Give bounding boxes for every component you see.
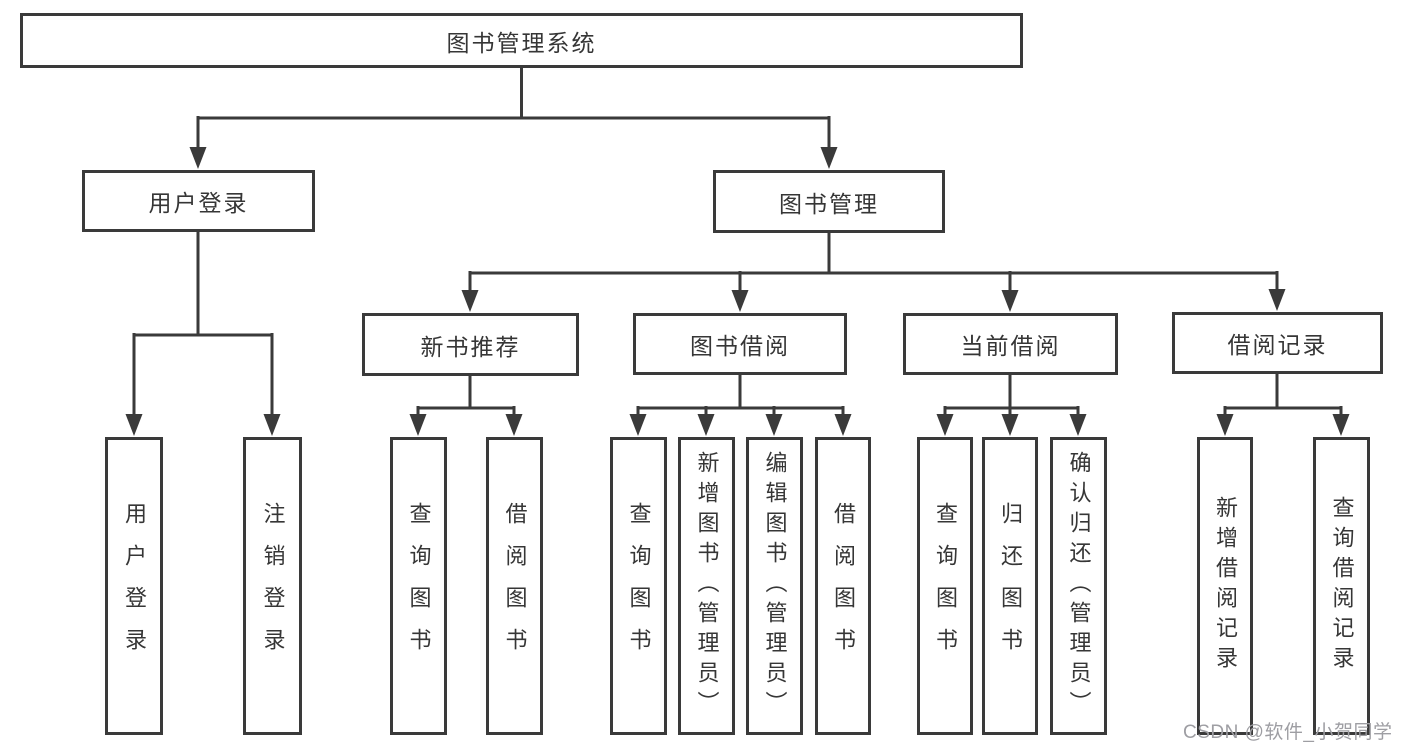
node-new-book-recommendation: 新书推荐 bbox=[362, 313, 579, 376]
node-label: 用户登录 bbox=[148, 190, 249, 216]
node-label: 图书管理 bbox=[779, 190, 879, 217]
node-book-borrowing: 图书借阅 bbox=[633, 313, 847, 375]
node-borrowing-records: 借阅记录 bbox=[1172, 312, 1383, 374]
leaf-query-books-borrowing: 查询图书 bbox=[610, 437, 667, 735]
leaf-add-borrow-record: 新增借阅记录 bbox=[1197, 437, 1253, 735]
node-user-login: 用户登录 bbox=[82, 170, 315, 232]
leaf-edit-books-admin: 编辑图书（管理员） bbox=[746, 437, 803, 735]
node-label: 查询借阅记录 bbox=[1329, 496, 1355, 676]
node-label: 查询图书 bbox=[626, 502, 652, 670]
leaf-borrow-books-borrowing: 借阅图书 bbox=[815, 437, 871, 735]
node-label: 图书借阅 bbox=[690, 333, 790, 359]
node-label: 当前借阅 bbox=[960, 333, 1061, 359]
node-label: 借阅图书 bbox=[502, 502, 528, 670]
node-label: 借阅图书 bbox=[831, 502, 856, 670]
node-book-management: 图书管理 bbox=[713, 170, 945, 233]
node-label: 新书推荐 bbox=[420, 333, 521, 360]
leaf-user-login: 用户登录 bbox=[105, 437, 163, 735]
leaf-borrow-books-new-book: 借阅图书 bbox=[486, 437, 543, 735]
node-label: 借阅记录 bbox=[1227, 332, 1328, 358]
node-library-management-system: 图书管理系统 bbox=[20, 13, 1023, 68]
node-label: 归还图书 bbox=[998, 502, 1023, 670]
node-label: 查询图书 bbox=[933, 502, 958, 670]
node-label: 查询图书 bbox=[406, 502, 432, 670]
node-label: 图书管理系统 bbox=[446, 29, 597, 56]
csdn-watermark: CSDN @软件_小贺同学 bbox=[1183, 722, 1393, 743]
node-label: 新增借阅记录 bbox=[1213, 496, 1238, 676]
leaf-confirm-return-admin: 确认归还（管理员） bbox=[1050, 437, 1107, 735]
leaf-query-books-new-book: 查询图书 bbox=[390, 437, 447, 735]
node-label: 注销登录 bbox=[260, 502, 286, 670]
leaf-query-books-current: 查询图书 bbox=[917, 437, 973, 735]
node-label: 新增图书（管理员） bbox=[694, 451, 720, 721]
leaf-logout: 注销登录 bbox=[243, 437, 302, 735]
leaf-return-books: 归还图书 bbox=[982, 437, 1038, 735]
leaf-add-books-admin: 新增图书（管理员） bbox=[678, 437, 735, 735]
node-current-borrowing: 当前借阅 bbox=[903, 313, 1118, 375]
leaf-query-borrow-record: 查询借阅记录 bbox=[1313, 437, 1370, 735]
node-label: 用户登录 bbox=[122, 502, 147, 670]
node-label: 确认归还（管理员） bbox=[1066, 451, 1092, 721]
node-label: 编辑图书（管理员） bbox=[762, 451, 788, 721]
